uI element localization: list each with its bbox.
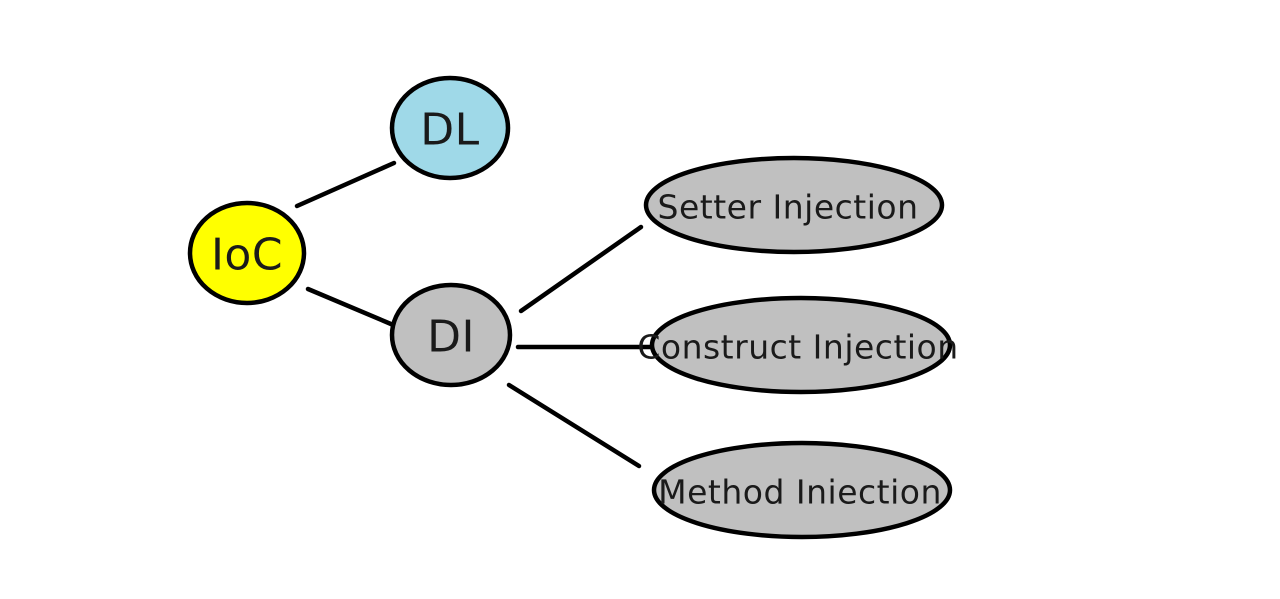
setter-injection-ellipse-shape[interactable]	[643, 155, 945, 255]
edge-di-to-setter-injection	[518, 224, 644, 314]
edge-di-to-method-injection	[506, 382, 642, 469]
method-injection-label: Method Iniection	[658, 473, 942, 512]
edge-ioc-to-dl	[294, 160, 397, 209]
dl-label: DL	[420, 105, 479, 156]
node-construct-injection[interactable]: Construct Injection	[637, 295, 958, 395]
node-dl[interactable]: DL	[389, 75, 511, 181]
di-label: DI	[427, 312, 475, 363]
node-ioc[interactable]: IoC	[187, 200, 307, 306]
di-circle-shape[interactable]	[389, 282, 513, 388]
construct-injection-label: Construct Injection	[637, 328, 958, 367]
ioc-label: IoC	[211, 230, 283, 281]
construct-injection-ellipse-shape[interactable]	[649, 295, 953, 395]
node-di[interactable]: DI	[389, 282, 513, 388]
ioc-circle-shape[interactable]	[187, 200, 307, 306]
edge-ioc-to-di	[305, 286, 401, 330]
dl-circle-shape[interactable]	[389, 75, 511, 181]
node-method-injection[interactable]: Method Iniection	[651, 440, 953, 540]
method-injection-ellipse-shape[interactable]	[651, 440, 953, 540]
edge-group	[294, 160, 654, 469]
node-setter-injection[interactable]: Setter Injection	[643, 155, 945, 255]
setter-injection-label: Setter Injection	[658, 188, 919, 227]
